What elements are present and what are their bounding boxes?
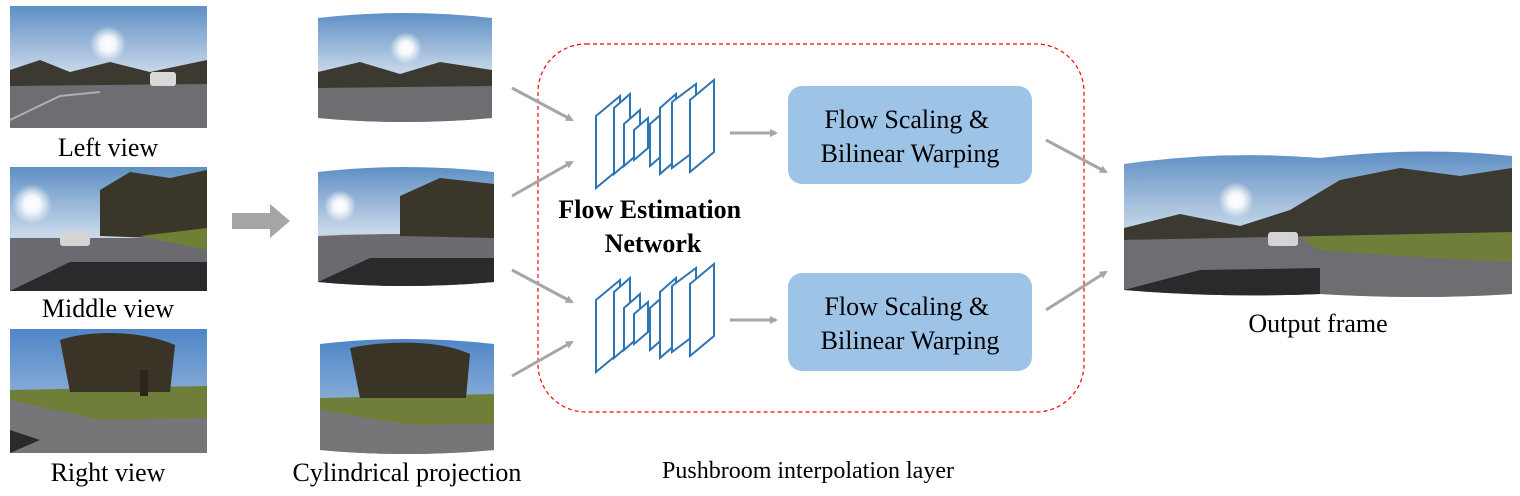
- flow-network-top-icon: [595, 77, 715, 191]
- pushbroom-layer-label: Pushbroom interpolation layer: [662, 458, 954, 484]
- output-arrows: [1045, 138, 1108, 312]
- flow-network-bottom-icon: [595, 261, 715, 375]
- svg-text:Flow Scaling & Bilinear: Flow Scaling & Bilinear Warping: [821, 105, 1000, 168]
- warp-box-top-line1: Flow Scaling &: [824, 105, 989, 134]
- network-to-warp-arrows: [730, 129, 778, 324]
- right-view-image: [10, 329, 207, 453]
- warp-box-bottom-line1: Flow Scaling &: [824, 292, 989, 321]
- output-frame-image: [1124, 151, 1512, 297]
- flow-network-label-line2: Network: [605, 229, 702, 258]
- cylindrical-left-image: [318, 13, 492, 122]
- cylindrical-middle-image: [318, 167, 494, 286]
- svg-text:Flow Scaling & Bilinear: Flow Scaling & Bilinear Warping: [821, 292, 1000, 355]
- input-arrows: [511, 86, 574, 378]
- right-view-label: Right view: [51, 458, 166, 487]
- output-frame-label: Output frame: [1248, 309, 1387, 338]
- middle-view-image: [10, 167, 207, 291]
- flow-network-label: Flow Estimation Network: [558, 195, 747, 258]
- left-view-label: Left view: [58, 133, 159, 162]
- middle-view-label: Middle view: [42, 294, 174, 323]
- warp-box-bottom-line2: Bilinear Warping: [821, 326, 1000, 355]
- cylindrical-right-image: [320, 339, 494, 454]
- pushbroom-layer-border: [537, 43, 1085, 413]
- warp-box-top: Flow Scaling & Bilinear Warping: [788, 86, 1032, 184]
- warp-box-bottom: Flow Scaling & Bilinear Warping: [788, 273, 1032, 371]
- cylindrical-projection-label: Cylindrical projection: [293, 458, 522, 487]
- flow-network-label-line1: Flow Estimation: [558, 195, 741, 224]
- warp-box-top-line2: Bilinear Warping: [821, 139, 1000, 168]
- projection-arrow: [232, 204, 290, 238]
- left-view-image: [9, 6, 207, 128]
